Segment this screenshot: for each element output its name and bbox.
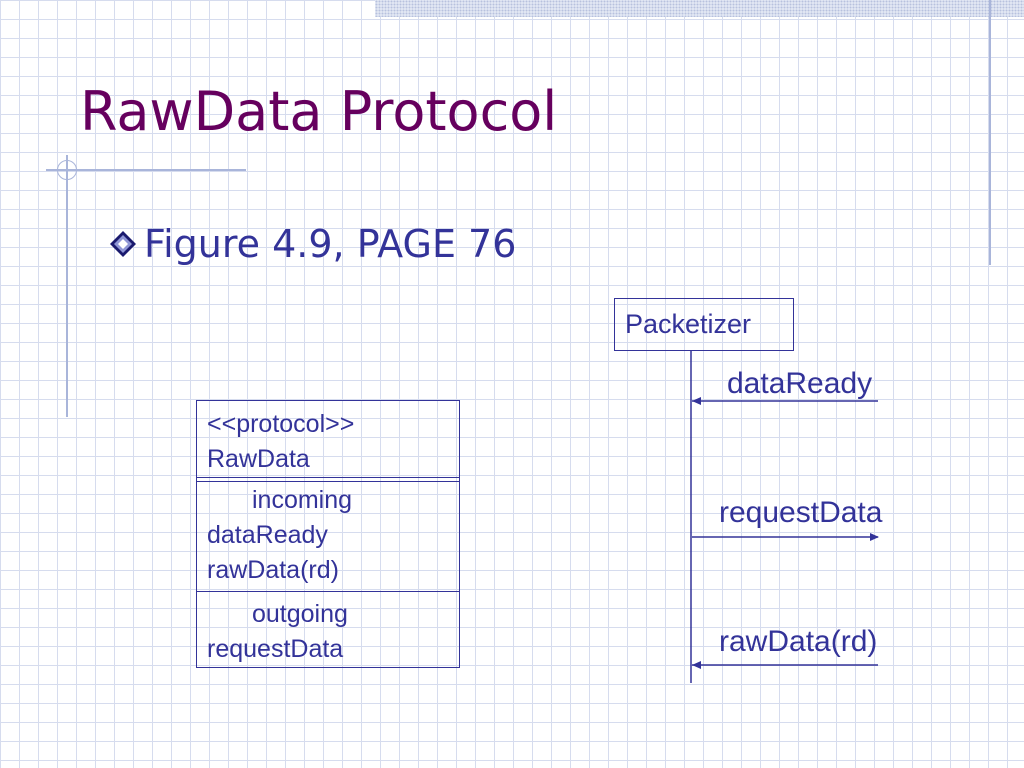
message-arrow-requestdata [692,533,879,541]
decor-circle [57,160,77,180]
left-decor-line [66,155,68,417]
message-arrow-rawdata [692,661,878,669]
right-decor-line [989,0,991,265]
header-band [375,0,1024,17]
incoming-item: dataReady [207,521,328,549]
message-label: dataReady [727,367,873,400]
outgoing-header: outgoing [252,600,348,628]
divider-line [197,477,459,478]
diamond-bullet-icon [110,231,136,257]
divider-line [197,591,459,592]
packetizer-object: Packetizer [614,298,794,351]
message-arrow-dataready [692,397,878,405]
protocol-name: RawData [207,445,310,473]
bullet-item: Figure 4.9, PAGE 76 [108,222,516,266]
bullet-text: Figure 4.9, PAGE 76 [144,222,517,266]
incoming-header: incoming [252,486,353,514]
protocol-stereotype: <<protocol>> [207,410,355,438]
message-label: requestData [719,496,883,529]
outgoing-item: requestData [207,635,344,663]
protocol-class-box: <<protocol>> RawData incoming dataReady … [196,400,460,668]
divider-line [197,481,459,482]
incoming-item: rawData(rd) [207,556,339,584]
title-underline [46,169,246,171]
slide-title: RawData Protocol [80,80,558,143]
message-label: rawData(rd) [719,625,878,658]
